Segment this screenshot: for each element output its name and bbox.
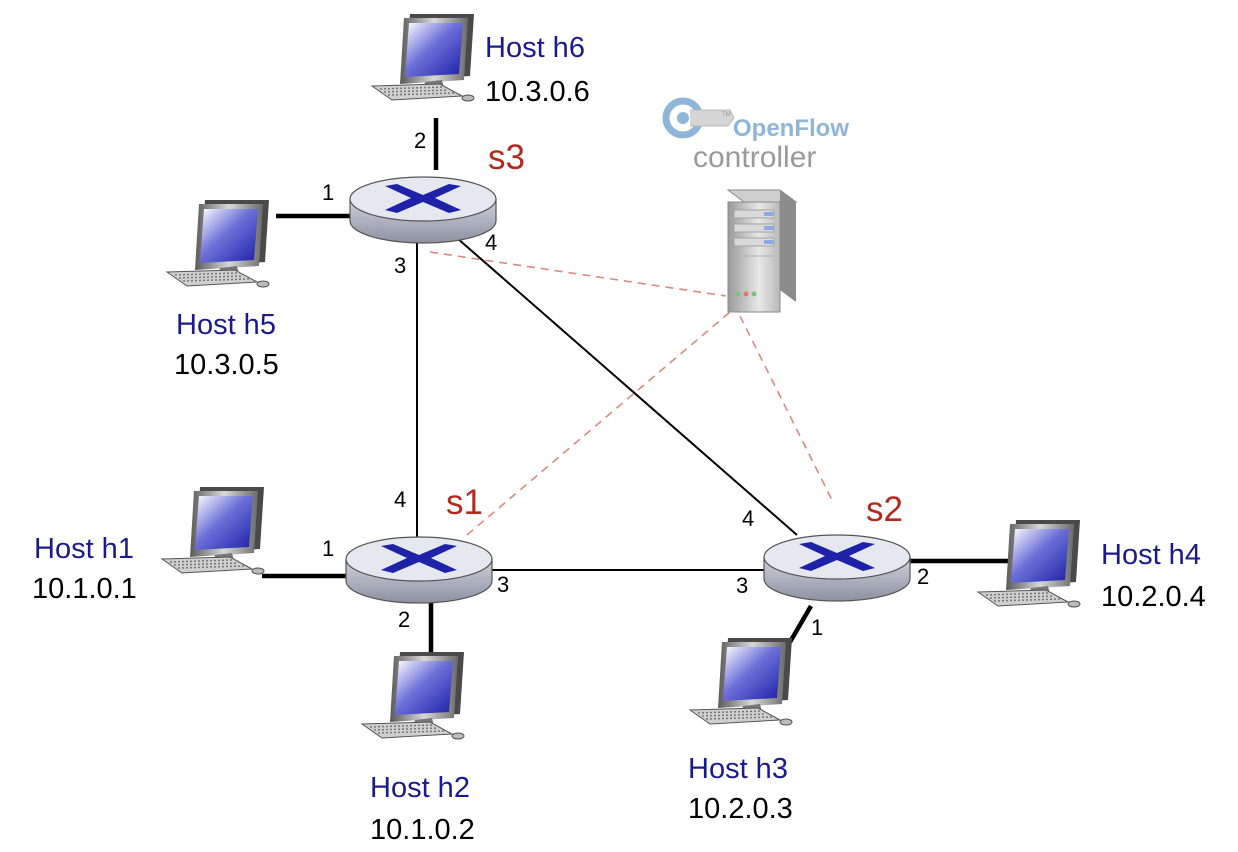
openflow-trademark: TM <box>722 112 731 118</box>
control-links <box>429 251 833 536</box>
host-h6 <box>371 13 475 102</box>
host-h5 <box>166 199 270 288</box>
host-h4 <box>977 519 1081 608</box>
port-s1-h1: 1 <box>322 536 334 561</box>
port-s3-s1: 3 <box>394 253 406 278</box>
host-name-h5: Host h5 <box>176 309 276 341</box>
desktop-computer-icon <box>977 519 1081 608</box>
switch-label-s3: s3 <box>488 138 525 177</box>
port-s1-s2: 3 <box>497 572 509 597</box>
server-tower-icon <box>726 189 798 313</box>
host-ip-h6: 10.3.0.6 <box>485 76 590 108</box>
controller-server <box>726 189 798 313</box>
control-link-s2 <box>739 315 833 501</box>
port-s3-h5: 1 <box>322 180 334 205</box>
link-s3-s2 <box>456 237 798 536</box>
desktop-computer-icon <box>166 199 270 288</box>
port-s1-h2: 2 <box>398 607 410 632</box>
port-s3-h6: 2 <box>414 128 426 153</box>
host-links <box>262 118 1010 656</box>
host-ip-h5: 10.3.0.5 <box>174 349 279 381</box>
host-h3 <box>689 637 793 726</box>
switch-label-s2: s2 <box>866 490 903 529</box>
control-link-s1 <box>466 311 731 536</box>
desktop-computer-icon <box>361 651 465 740</box>
desktop-computer-icon <box>371 13 475 102</box>
host-ip-h1: 10.1.0.1 <box>32 573 137 605</box>
host-ip-h4: 10.2.0.4 <box>1101 581 1206 613</box>
switch-links <box>416 237 798 571</box>
openflow-brand: OpenFlow <box>733 115 849 142</box>
control-link-s3 <box>429 251 727 297</box>
controller-label: controller <box>693 141 816 174</box>
port-s3-s2: 4 <box>485 230 497 255</box>
port-s2-s1: 3 <box>736 573 748 598</box>
desktop-computer-icon <box>161 486 265 575</box>
switch-label-s1: s1 <box>446 483 483 522</box>
port-s2-s3: 4 <box>742 506 754 531</box>
host-h2 <box>361 651 465 740</box>
port-s2-h3: 1 <box>811 615 823 640</box>
port-s2-h4: 2 <box>917 564 929 589</box>
switch-s1 <box>345 536 493 604</box>
router-switch-icon <box>345 536 493 604</box>
link-h3-s2 <box>788 604 813 644</box>
host-name-h3: Host h3 <box>688 753 788 785</box>
router-switch-icon <box>349 176 497 244</box>
host-name-h6: Host h6 <box>485 32 585 64</box>
port-s1-s3: 4 <box>394 487 406 512</box>
host-ip-h2: 10.1.0.2 <box>370 814 475 846</box>
openflow-logo: TM OpenFlow controller <box>662 97 849 174</box>
switch-s3 <box>349 176 497 244</box>
host-h1 <box>161 486 265 575</box>
host-ip-h3: 10.2.0.3 <box>688 793 793 825</box>
router-switch-icon <box>763 534 911 602</box>
host-name-h4: Host h4 <box>1101 539 1201 571</box>
host-name-h1: Host h1 <box>34 533 134 565</box>
host-name-h2: Host h2 <box>370 772 470 804</box>
switch-s2 <box>763 534 911 602</box>
desktop-computer-icon <box>689 637 793 726</box>
